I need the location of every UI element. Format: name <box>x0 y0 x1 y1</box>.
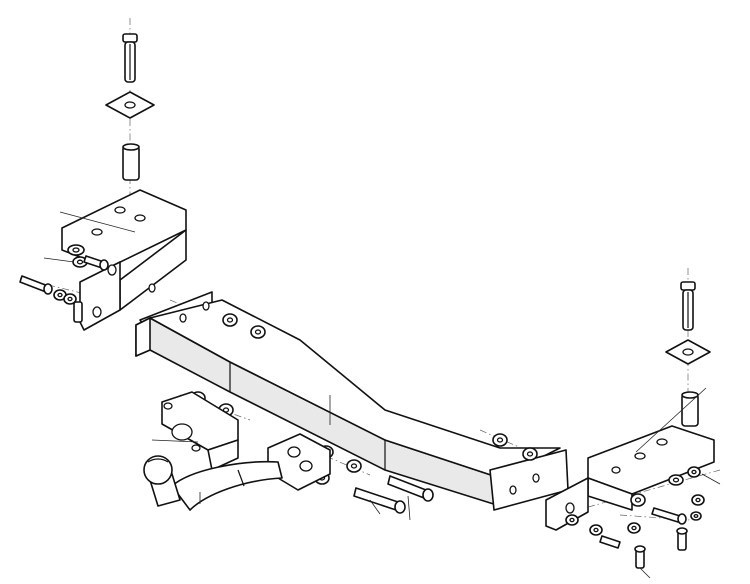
nut-icon <box>346 459 362 473</box>
washer-icon <box>691 494 705 506</box>
nut-icon <box>67 244 85 256</box>
main-cross-beam <box>135 291 569 511</box>
socket-plate <box>151 391 239 471</box>
left-chassis-bracket <box>59 189 187 331</box>
nut-icon <box>222 313 238 327</box>
ball-mount-lug <box>267 433 331 491</box>
long-bolt-right <box>387 475 434 521</box>
nut-icon <box>522 447 538 461</box>
bolt-icon <box>599 535 621 549</box>
nut-icon <box>627 522 641 534</box>
nut-icon <box>630 493 646 507</box>
bolt-icon <box>634 545 646 569</box>
left-square-plate-washer <box>105 91 155 119</box>
left-bracket-hardware <box>19 244 109 323</box>
bolt-icon <box>651 507 687 525</box>
nut-icon <box>63 293 77 305</box>
bolt-icon <box>73 301 83 323</box>
washer-icon <box>589 524 603 536</box>
nut-icon <box>492 433 508 447</box>
washer-icon <box>668 474 684 486</box>
bolt-icon <box>676 527 688 551</box>
long-bolt-left <box>353 487 406 515</box>
bolt-icon <box>83 255 109 271</box>
left-mounting-bolt <box>122 33 138 83</box>
nut-icon <box>250 325 266 339</box>
right-chassis-bracket <box>545 387 715 531</box>
nut-icon <box>690 511 702 521</box>
nut-icon <box>565 514 579 526</box>
right-mounting-bolt <box>680 281 696 331</box>
tow-ball-icon <box>143 455 181 507</box>
left-spacer-tube <box>122 143 140 181</box>
right-square-plate-washer <box>665 339 711 365</box>
right-bracket-hardware <box>565 466 721 579</box>
nut-icon <box>687 466 701 478</box>
bolt-icon <box>19 275 53 295</box>
ball-neck <box>171 460 283 511</box>
